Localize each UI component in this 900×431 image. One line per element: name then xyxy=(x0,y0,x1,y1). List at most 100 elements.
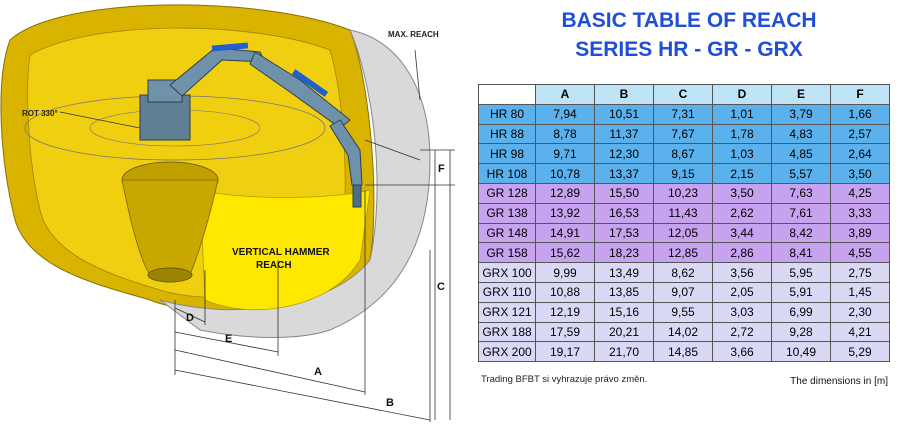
row-model-label: GR 128 xyxy=(478,182,536,204)
table-cell: 8,42 xyxy=(771,222,831,244)
table-cell: 1,01 xyxy=(712,103,772,125)
table-cell: 15,50 xyxy=(594,182,654,204)
table-cell: 1,66 xyxy=(830,103,890,125)
table-cell: 11,37 xyxy=(594,123,654,145)
table-cell: 4,83 xyxy=(771,123,831,145)
row-model-label: GRX 200 xyxy=(478,341,536,363)
table-cell: 8,62 xyxy=(653,262,713,283)
table-cell: 7,94 xyxy=(535,103,595,125)
table-cell: 8,41 xyxy=(771,242,831,264)
dimension-lines xyxy=(59,49,455,422)
vertical-reach-area xyxy=(199,189,371,310)
table-cell: 17,59 xyxy=(535,321,595,343)
table-cell: 5,57 xyxy=(771,163,831,184)
table-header-row: A B C D E F xyxy=(478,84,890,105)
row-model-label: GRX 188 xyxy=(478,321,536,343)
hammer-arm xyxy=(329,119,363,186)
table-cell: 13,49 xyxy=(594,262,654,283)
table-cell: 4,55 xyxy=(830,242,890,264)
table-cell: 9,99 xyxy=(535,262,595,283)
disclaimer-note: Trading BFBT si vyhrazuje právo změn. xyxy=(481,374,648,385)
row-model-label: GR 148 xyxy=(478,222,536,244)
table-cell: 3,89 xyxy=(830,222,890,244)
table-cell: 9,15 xyxy=(653,163,713,184)
row-model-label: HR 108 xyxy=(478,163,536,184)
page-title-line-2: SERIES HR - GR - GRX xyxy=(575,38,803,61)
page-title-line-1: BASIC TABLE OF REACH xyxy=(561,9,817,32)
hammer-tool xyxy=(352,184,362,208)
dim-label-e: E xyxy=(225,333,232,345)
row-model-label: HR 98 xyxy=(478,143,536,165)
dim-label-b: B xyxy=(386,397,394,409)
table-cell: 12,30 xyxy=(594,143,654,165)
hydraulic-cylinder-2 xyxy=(291,69,329,97)
dim-label-f: F xyxy=(438,163,445,175)
table-cell: 5,29 xyxy=(830,341,890,363)
dim-label-c: C xyxy=(437,281,445,293)
table-cell: 19,17 xyxy=(535,341,595,363)
table-cell: 10,88 xyxy=(535,281,595,303)
max-reach-shell xyxy=(159,29,431,338)
max-reach-label: MAX. REACH xyxy=(388,30,439,39)
table-cell: 13,85 xyxy=(594,281,654,303)
row-model-label: GRX 121 xyxy=(478,301,536,323)
table-cell: 2,30 xyxy=(830,301,890,323)
row-model-label: HR 88 xyxy=(478,123,536,145)
column-header: F xyxy=(830,84,890,105)
table-cell: 10,78 xyxy=(535,163,595,184)
table-cell: 10,49 xyxy=(771,341,831,363)
table-cell: 2,72 xyxy=(712,321,772,343)
table-cell: 3,79 xyxy=(771,103,831,125)
table-cell: 9,55 xyxy=(653,301,713,323)
table-cell: 15,16 xyxy=(594,301,654,323)
table-cell: 3,33 xyxy=(830,202,890,224)
table-cell: 9,28 xyxy=(771,321,831,343)
table-cell: 2,05 xyxy=(712,281,772,303)
table-cell: 9,07 xyxy=(653,281,713,303)
table-cell: 7,63 xyxy=(771,182,831,204)
units-note: The dimensions in [m] xyxy=(790,376,888,387)
pit-bottom xyxy=(147,267,193,283)
dim-label-d: D xyxy=(186,312,194,324)
table-cell: 6,99 xyxy=(771,301,831,323)
column-header: E xyxy=(771,84,831,105)
table-cell: 17,53 xyxy=(594,222,654,244)
table-cell: 7,31 xyxy=(653,103,713,125)
table-cell: 14,85 xyxy=(653,341,713,363)
table-cell: 2,57 xyxy=(830,123,890,145)
hydraulic-cylinder xyxy=(211,42,249,52)
table-cell: 21,70 xyxy=(594,341,654,363)
row-model-label: HR 80 xyxy=(478,103,536,125)
row-model-label: GRX 110 xyxy=(478,281,536,303)
table-cell: 3,66 xyxy=(712,341,772,363)
row-model-label: GRX 100 xyxy=(478,262,536,283)
table-cell: 13,37 xyxy=(594,163,654,184)
table-cell: 3,44 xyxy=(712,222,772,244)
table-cell: 12,85 xyxy=(653,242,713,264)
table-cell: 2,62 xyxy=(712,202,772,224)
row-model-label: GR 138 xyxy=(478,202,536,224)
table-cell: 3,50 xyxy=(830,163,890,184)
table-cell: 12,19 xyxy=(535,301,595,323)
table-cell: 2,15 xyxy=(712,163,772,184)
table-cell: 7,61 xyxy=(771,202,831,224)
table-cell: 13,92 xyxy=(535,202,595,224)
vertical-reach-label-2: REACH xyxy=(256,260,292,271)
table-cell: 11,43 xyxy=(653,202,713,224)
table-cell: 8,67 xyxy=(653,143,713,165)
column-header: B xyxy=(594,84,654,105)
table-cell: 5,95 xyxy=(771,262,831,283)
table-cell: 18,23 xyxy=(594,242,654,264)
table-cell: 15,62 xyxy=(535,242,595,264)
table-cell: 7,67 xyxy=(653,123,713,145)
